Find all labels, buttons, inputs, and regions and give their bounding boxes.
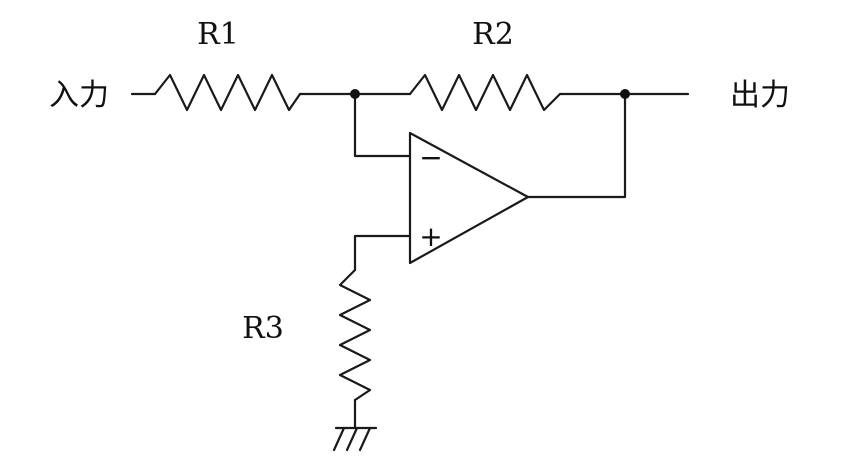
opamp-output-wire <box>526 92 627 199</box>
output-node <box>620 89 630 99</box>
r2-label: R2 <box>472 17 514 52</box>
r2-resistor-icon <box>408 73 562 112</box>
junction-node <box>350 89 360 99</box>
output-label: 出力 <box>730 78 790 113</box>
noninverting-input-wire <box>353 234 412 272</box>
input-label: 入力 <box>49 78 109 113</box>
r3-resistor-icon <box>338 268 372 402</box>
r3-label: R3 <box>242 311 284 346</box>
noninverting-sign: + <box>419 220 442 253</box>
inverting-input-wire <box>353 92 412 158</box>
inverting-sign: − <box>419 141 442 174</box>
opamp-icon <box>408 131 530 265</box>
ground-icon <box>332 426 378 452</box>
r1-resistor-icon <box>153 73 302 112</box>
r1-label: R1 <box>197 17 239 52</box>
